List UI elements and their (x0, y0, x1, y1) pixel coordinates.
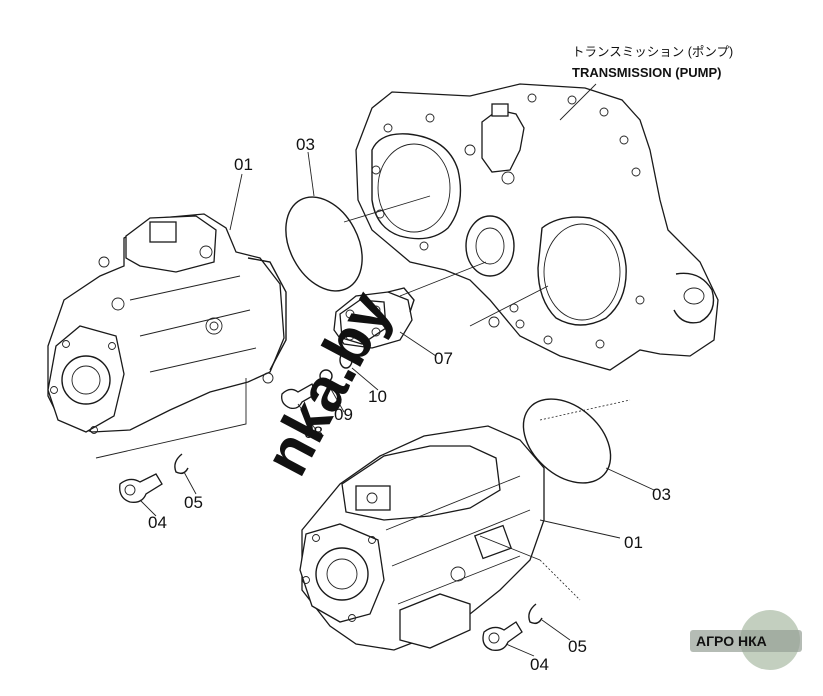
oring-lower (522, 398, 612, 484)
washer-lower (528, 603, 543, 625)
leader-lines (139, 151, 655, 657)
label-gear-pump: 07 (434, 349, 453, 368)
washer-small (319, 369, 333, 383)
transmission-housing (343, 83, 719, 371)
gear-pump (333, 287, 415, 349)
centerline-lower-dash (539, 559, 581, 601)
pump-upper (47, 213, 287, 434)
label-washer-small: 09 (334, 405, 353, 424)
logo: АГРО НКА (690, 610, 802, 670)
label-bolt-lower: 04 (530, 655, 549, 674)
oring-upper (285, 196, 363, 292)
label-washer-left: 05 (184, 493, 203, 512)
label-pump-lower: 01 (624, 533, 643, 552)
pump-lower (299, 425, 545, 651)
bolt-left (119, 473, 163, 503)
title-english: TRANSMISSION (PUMP) (572, 65, 722, 80)
bolt-lower (482, 621, 523, 651)
label-washer-lower: 05 (568, 637, 587, 656)
title-japanese: トランスミッション (ポンプ) (572, 45, 733, 59)
label-oring-upper: 03 (296, 135, 315, 154)
label-bolt-small: 08 (304, 423, 323, 442)
label-bolt-left: 04 (148, 513, 167, 532)
label-oring-small: 10 (368, 387, 387, 406)
leader-dash-lower (539, 399, 631, 421)
centerline-lower-pump (479, 535, 541, 561)
logo-text: АГРО НКА (696, 633, 767, 649)
title-leader (559, 83, 597, 121)
centerline-upper-pump (95, 378, 247, 459)
oring-small (339, 351, 353, 369)
label-oring-lower: 03 (652, 485, 671, 504)
washer-left (174, 453, 189, 475)
label-pump-upper: 01 (234, 155, 253, 174)
